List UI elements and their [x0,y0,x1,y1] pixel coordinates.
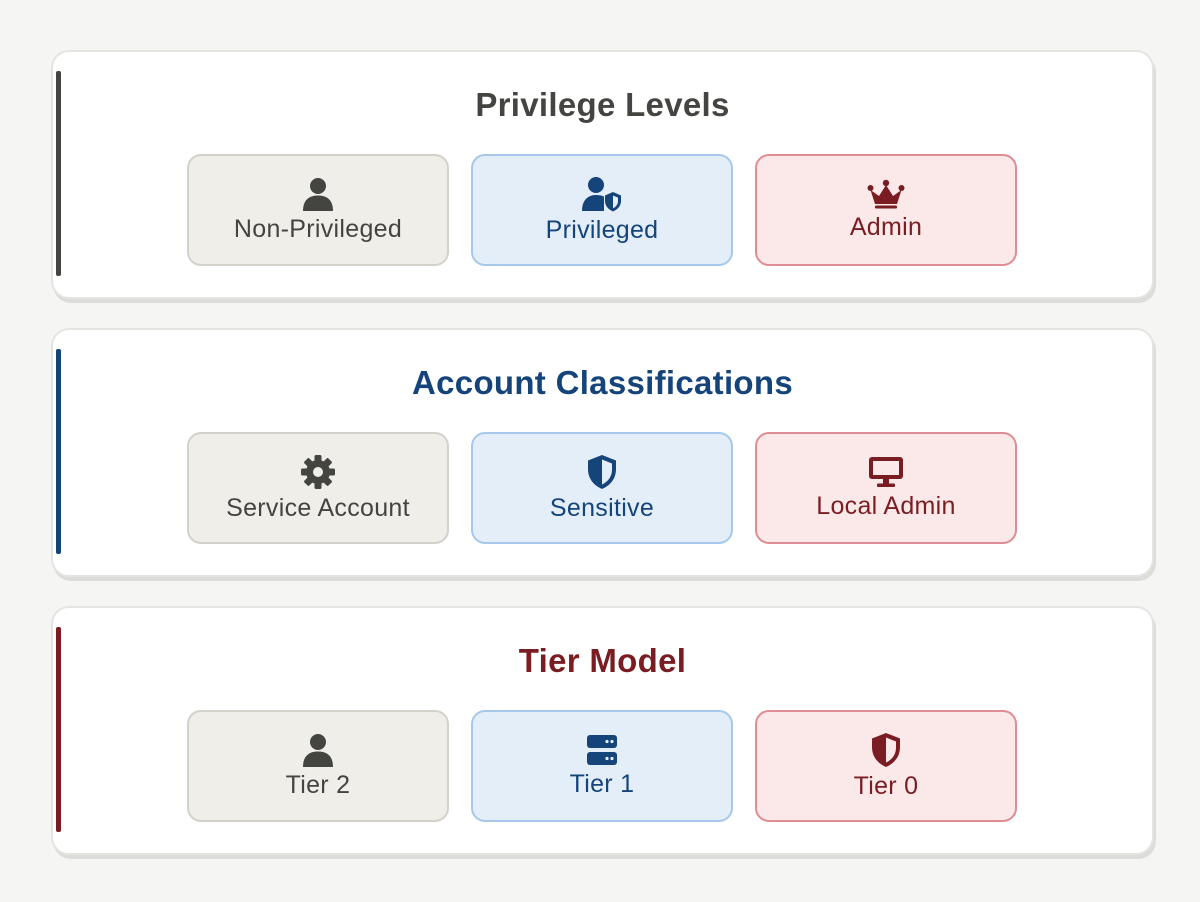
card-label: Sensitive [549,493,655,522]
card-tier-1[interactable]: Tier 1 [471,710,733,822]
privilege-levels-panel: Privilege Levels Non-Privileged Privileg… [51,50,1154,299]
card-tier-2[interactable]: Tier 2 [187,710,449,822]
crown-icon [867,179,905,209]
card-label: Admin [849,212,923,241]
panel-title: Account Classifications [412,364,793,401]
panel-title: Privilege Levels [475,86,730,123]
account-classifications-panel: Account Classifications Service Account [51,328,1154,577]
desktop-icon [868,456,904,488]
card-privileged[interactable]: Privileged [471,154,733,266]
user-icon [302,177,334,211]
card-label: Privileged [545,215,659,244]
card-tier-0[interactable]: Tier 0 [755,710,1017,822]
panel-title: Tier Model [518,642,687,679]
user-shield-icon [582,176,622,212]
panel-accent-bar [56,627,61,832]
shield-icon [586,454,618,490]
card-admin[interactable]: Admin [755,154,1017,266]
user-icon [302,733,334,767]
gear-icon [300,454,336,490]
shield-icon [870,732,902,768]
card-service-account[interactable]: Service Account [187,432,449,544]
server-icon [586,734,618,766]
panel-accent-bar [56,71,61,276]
card-label: Tier 0 [853,771,919,800]
tier-model-panel: Tier Model Tier 2 Tier 1 Tier 0 [51,606,1154,855]
card-non-privileged[interactable]: Non-Privileged [187,154,449,266]
panel-accent-bar [56,349,61,554]
card-label: Service Account [226,493,410,522]
card-local-admin[interactable]: Local Admin [755,432,1017,544]
card-label: Tier 1 [569,769,635,798]
card-label: Non-Privileged [233,214,403,243]
card-sensitive[interactable]: Sensitive [471,432,733,544]
card-label: Tier 2 [285,770,351,799]
card-label: Local Admin [816,491,956,520]
